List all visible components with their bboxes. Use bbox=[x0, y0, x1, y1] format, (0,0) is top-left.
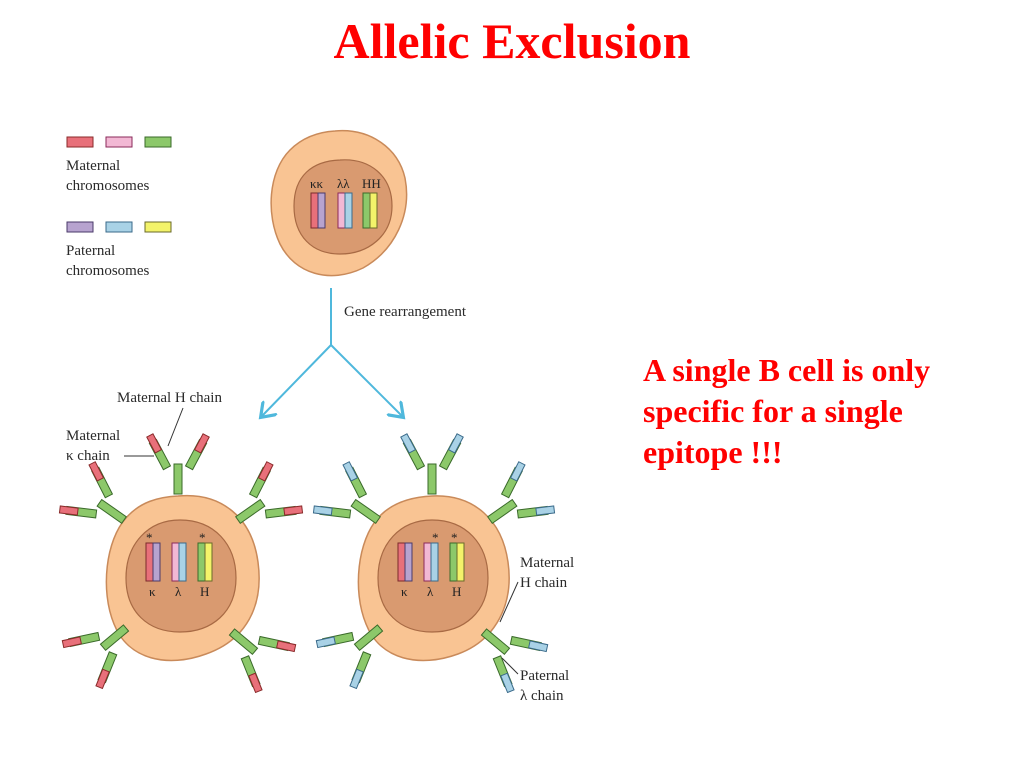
right-chr-kappa-m bbox=[397, 542, 406, 582]
legend-paternal-lambda bbox=[105, 221, 133, 233]
conclusion-line-3: epitope !!! bbox=[643, 434, 783, 470]
left-label-lambda: λ bbox=[175, 584, 182, 599]
gene-rearrangement-label: Gene rearrangement bbox=[344, 304, 467, 320]
precursor-label-kappa: κκ bbox=[310, 176, 324, 191]
right-label-lambda: λ bbox=[427, 584, 434, 599]
left-antibody-top bbox=[146, 433, 210, 495]
left-star-kappa: * bbox=[146, 530, 153, 545]
right-star-lambda: * bbox=[432, 530, 439, 545]
legend-maternal-kappa bbox=[66, 136, 94, 148]
left-chr-lambda-m bbox=[171, 542, 180, 582]
rearrangement-arrows bbox=[262, 288, 402, 416]
conclusion-line-2: specific for a single bbox=[643, 393, 903, 429]
right-chr-heavy-m bbox=[449, 542, 458, 582]
right-label-maternal-1: Maternal bbox=[520, 555, 574, 571]
left-chr-kappa-p bbox=[152, 542, 161, 582]
left-b-cell: * * κ λ H bbox=[56, 433, 306, 696]
right-label-paternal-2: λ chain bbox=[520, 688, 564, 704]
right-antibody-top bbox=[400, 433, 464, 495]
left-label-maternal-k-1: Maternal bbox=[66, 428, 120, 444]
legend-maternal-heavy bbox=[144, 136, 172, 148]
left-chr-heavy-p bbox=[204, 542, 213, 582]
conclusion-line-1: A single B cell is only bbox=[643, 352, 931, 388]
conclusion-statement: A single B cell is only specific for a s… bbox=[643, 350, 1013, 473]
precursor-label-lambda: λλ bbox=[337, 176, 350, 191]
left-star-heavy: * bbox=[199, 530, 206, 545]
left-chr-heavy-m bbox=[197, 542, 206, 582]
left-leader-h-chain bbox=[167, 407, 184, 447]
slide-title: Allelic Exclusion bbox=[333, 13, 691, 69]
precursor-label-heavy: HH bbox=[362, 176, 381, 191]
legend-paternal-kappa bbox=[66, 221, 94, 233]
precursor-chr-heavy-m bbox=[362, 192, 371, 229]
precursor-chr-kappa-p bbox=[317, 192, 326, 229]
legend-maternal-label: Maternal bbox=[66, 158, 120, 174]
left-chr-kappa-m bbox=[145, 542, 154, 582]
left-label-maternal-k-2: κ chain bbox=[66, 448, 110, 464]
precursor-chr-lambda-m bbox=[337, 192, 346, 229]
right-chr-heavy-p bbox=[456, 542, 465, 582]
left-label-kappa: κ bbox=[149, 584, 156, 599]
precursor-chr-lambda-p bbox=[344, 192, 353, 229]
right-leader-h-chain bbox=[499, 581, 519, 623]
legend-paternal-label: Paternal bbox=[66, 243, 115, 259]
right-chr-kappa-p bbox=[404, 542, 413, 582]
left-chr-lambda-p bbox=[178, 542, 187, 582]
right-leader-l-chain bbox=[501, 657, 519, 675]
precursor-chr-kappa-m bbox=[310, 192, 319, 229]
legend-maternal-label-2: chromosomes bbox=[66, 178, 149, 194]
precursor-cell: κκ λλ HH bbox=[270, 129, 408, 277]
right-b-cell: * * κ λ H bbox=[310, 433, 558, 696]
right-label-maternal-2: H chain bbox=[520, 575, 568, 591]
right-label-kappa: κ bbox=[401, 584, 408, 599]
right-label-heavy: H bbox=[452, 584, 461, 599]
right-star-heavy: * bbox=[451, 530, 458, 545]
legend-paternal-heavy bbox=[144, 221, 172, 233]
left-label-maternal-h-chain: Maternal H chain bbox=[117, 390, 222, 406]
left-label-heavy: H bbox=[200, 584, 209, 599]
legend-maternal-lambda bbox=[105, 136, 133, 148]
legend: Maternal chromosomes Paternal chromosome… bbox=[66, 136, 172, 279]
precursor-chr-heavy-p bbox=[369, 192, 378, 229]
right-chr-lambda-m bbox=[423, 542, 432, 582]
legend-paternal-label-2: chromosomes bbox=[66, 263, 149, 279]
right-chr-lambda-p bbox=[430, 542, 439, 582]
right-label-paternal-1: Paternal bbox=[520, 668, 569, 684]
